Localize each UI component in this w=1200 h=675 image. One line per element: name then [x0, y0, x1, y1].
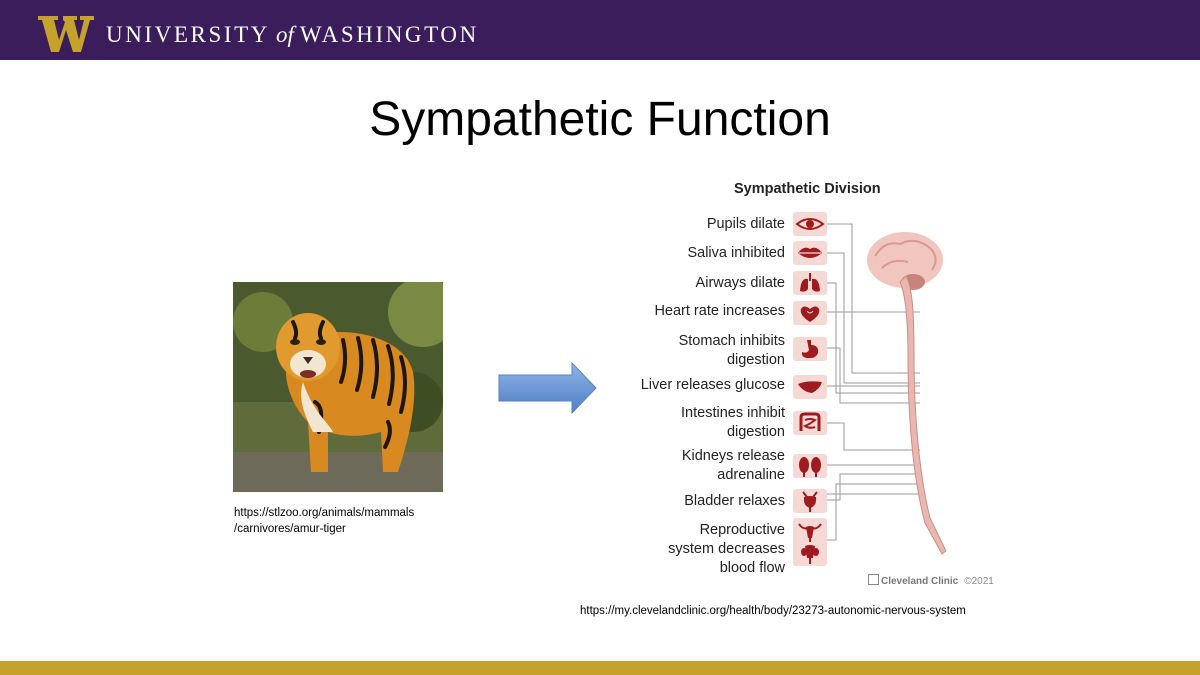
tiger-caption-line1: https://stlzoo.org/animals/mammals [234, 507, 415, 519]
stomach-icon [793, 337, 827, 361]
tiger-photo [233, 282, 443, 492]
effect-intestines: Intestines inhibit digestion [681, 404, 785, 442]
wordmark-washington: WASHINGTON [299, 22, 479, 47]
cleveland-clinic-logo-icon [868, 574, 879, 585]
slide-title: Sympathetic Function [369, 93, 831, 146]
bladder-icon [793, 489, 827, 513]
cleveland-clinic-credit: Cleveland Clinic ©2021 [868, 574, 994, 587]
effect-line: digestion [726, 352, 785, 368]
credit-text: Cleveland Clinic [881, 576, 959, 587]
spinal-cord-icon [899, 275, 947, 555]
intestines-icon [793, 411, 827, 435]
effect-airways: Airways dilate [696, 274, 785, 293]
brain-icon [867, 232, 943, 290]
effect-line: Stomach inhibits [678, 333, 785, 349]
wordmark-of: of [276, 22, 294, 47]
effect-line: Heart rate increases [654, 303, 785, 319]
lips-icon [793, 241, 827, 265]
effect-line: blood flow [719, 560, 785, 576]
effect-stomach: Stomach inhibits digestion [679, 332, 785, 370]
effect-line: Intestines inhibit [681, 405, 785, 421]
tiger-caption-line2: /carnivores/amur-tiger [234, 523, 346, 535]
effect-line: Bladder relaxes [684, 493, 785, 509]
effect-line: Saliva inhibited [687, 245, 785, 261]
effect-line: Reproductive [699, 522, 785, 538]
effect-line: digestion [726, 424, 785, 440]
effect-line: Pupils dilate [706, 216, 785, 232]
wordmark-university: UNIVERSITY [106, 22, 270, 47]
liver-icon [793, 375, 827, 399]
uw-w-logo [38, 16, 94, 52]
effect-line: Liver releases glucose [640, 377, 785, 393]
diagram-source-caption: https://my.clevelandclinic.org/health/bo… [580, 605, 966, 617]
effect-line: Kidneys release [681, 448, 785, 464]
effect-liver: Liver releases glucose [641, 376, 785, 395]
effect-saliva: Saliva inhibited [687, 244, 785, 263]
copyright-text: ©2021 [964, 576, 994, 587]
effect-kidneys: Kidneys release adrenaline [682, 447, 785, 485]
effect-bladder: Bladder relaxes [684, 492, 785, 511]
effect-reproductive: Reproductive system decreases blood flow [668, 521, 785, 578]
effect-heart: Heart rate increases [654, 302, 785, 321]
effect-pupils: Pupils dilate [707, 215, 785, 234]
kidneys-icon [793, 454, 827, 478]
footer-bar [0, 661, 1200, 675]
diagram-title: Sympathetic Division [734, 181, 881, 197]
effect-line: Airways dilate [695, 275, 785, 291]
sympathetic-division-diagram: Sympathetic Division Pupils dilate Saliv… [630, 178, 1000, 598]
lungs-icon [793, 271, 827, 295]
tiger-source-caption: https://stlzoo.org/animals/mammals /carn… [234, 505, 414, 537]
right-arrow-icon [498, 362, 597, 414]
effect-line: system decreases [668, 541, 785, 557]
effect-line: adrenaline [717, 467, 785, 483]
reproductive-icon [793, 518, 827, 566]
nerve-connections [827, 223, 947, 555]
heart-icon [793, 301, 827, 325]
eye-icon [793, 212, 827, 236]
